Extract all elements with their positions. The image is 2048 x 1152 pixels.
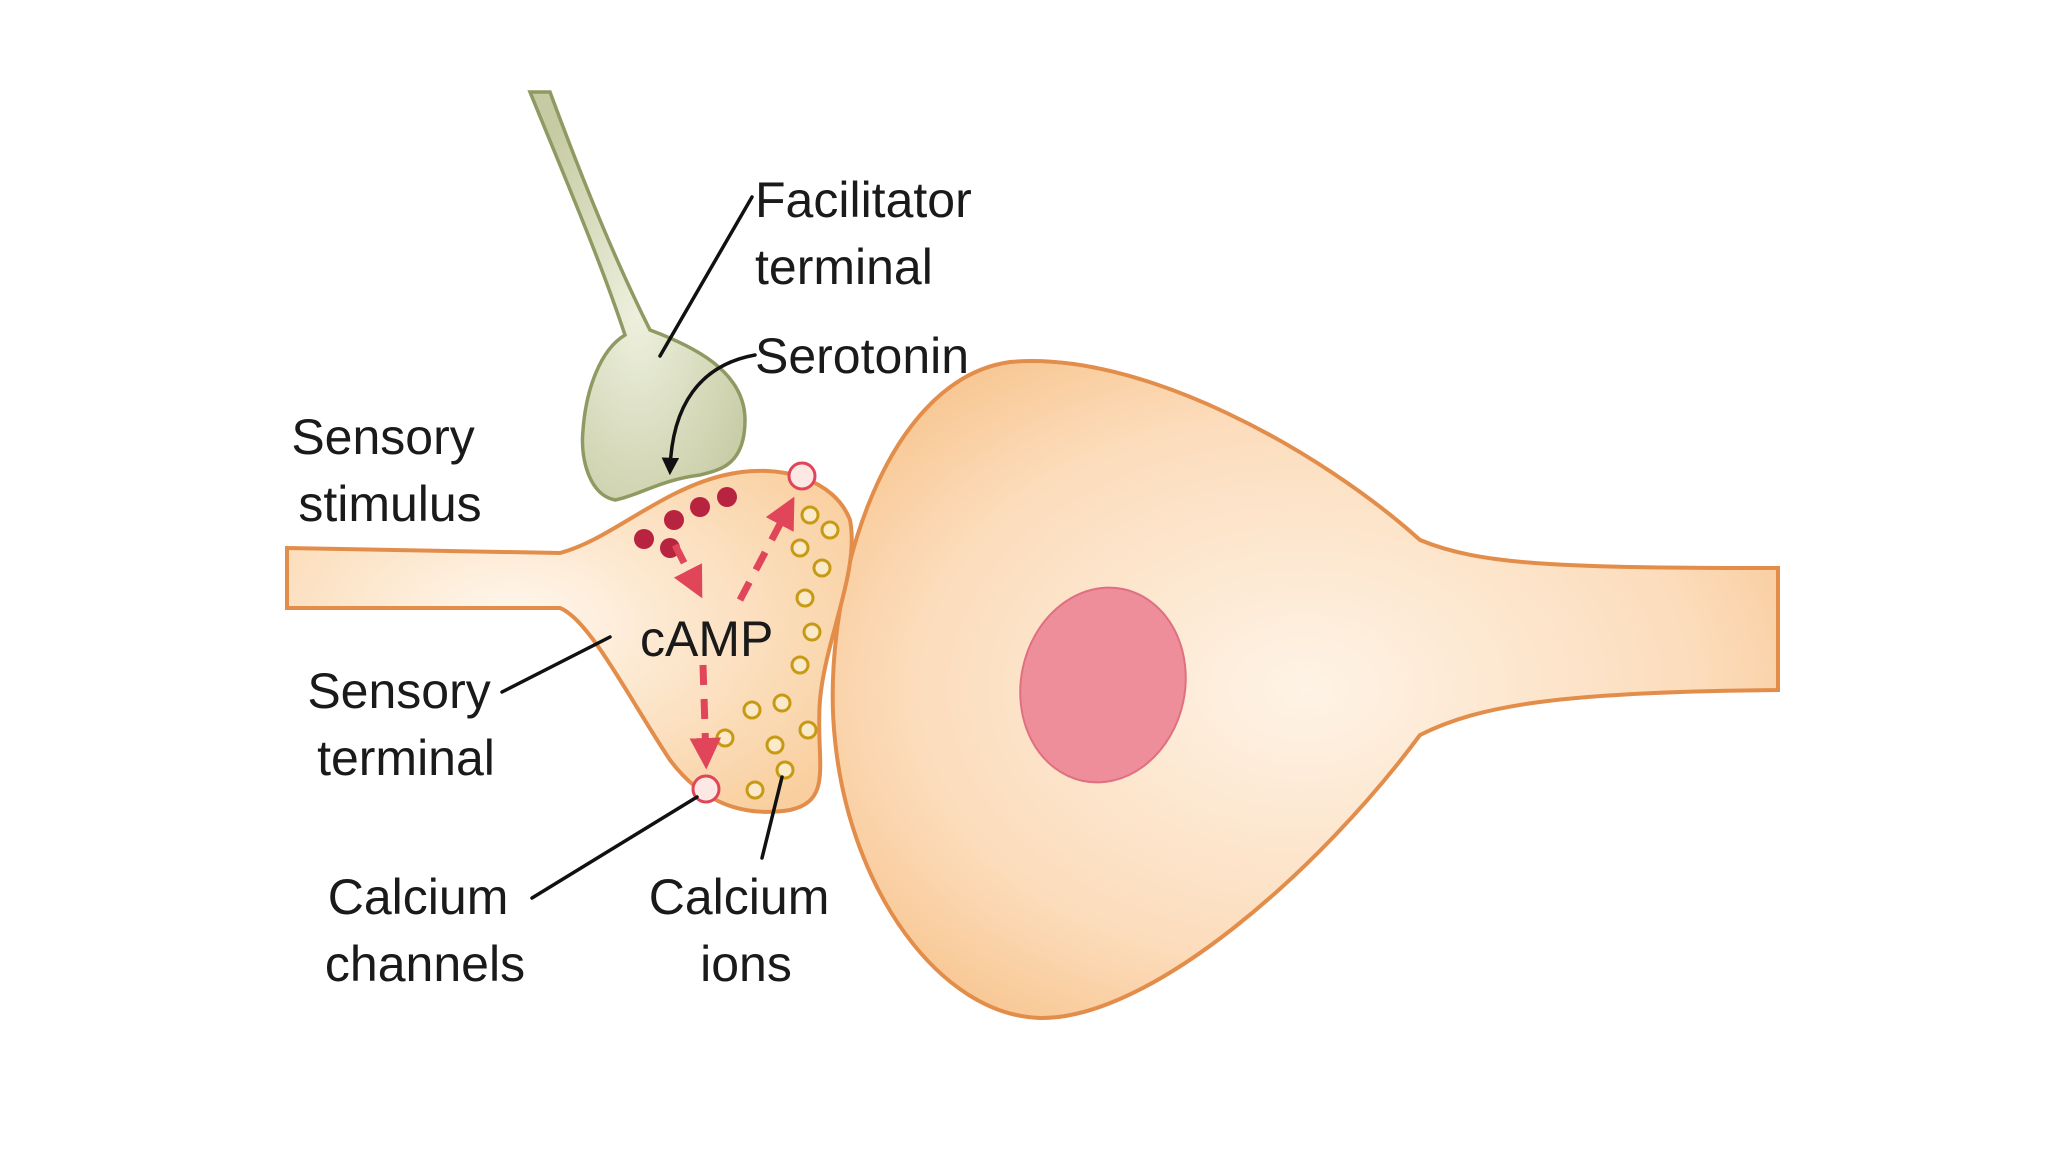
serotonin-dot xyxy=(660,538,680,558)
calcium-ion xyxy=(772,693,792,713)
calcium-ion xyxy=(745,780,765,800)
calcium-ion xyxy=(800,505,820,525)
label-sensory-terminal-line1: Sensory xyxy=(307,663,490,719)
arrow-camp-to-top-channel xyxy=(736,496,795,602)
leader-calcium-channels xyxy=(530,795,699,900)
label-camp: cAMP xyxy=(640,611,773,667)
label-facilitator-terminal: Facilitator terminal xyxy=(755,172,986,295)
leader-facilitator-terminal xyxy=(658,195,754,358)
label-facilitator-line2: terminal xyxy=(755,239,933,295)
calcium-ion xyxy=(775,760,795,780)
calcium-ion xyxy=(765,735,785,755)
label-calcium-ions-line2: ions xyxy=(700,936,792,992)
label-sensory-terminal-line2: terminal xyxy=(317,730,495,786)
label-sensory-stimulus-line2: stimulus xyxy=(298,476,481,532)
calcium-ion xyxy=(820,520,840,540)
calcium-ion xyxy=(795,588,815,608)
arrow-camp-to-bottom-channel xyxy=(689,664,722,770)
calcium-ion xyxy=(790,538,810,558)
calcium-ions xyxy=(715,505,840,800)
serotonin-dot xyxy=(717,487,737,507)
label-calcium-channels: Calcium channels xyxy=(325,869,525,992)
calcium-ion xyxy=(802,622,822,642)
calcium-ion xyxy=(715,728,735,748)
serotonin-dot xyxy=(634,529,654,549)
sensory-terminal xyxy=(285,468,854,814)
label-sensory-stimulus-line1: Sensory xyxy=(291,409,474,465)
serotonin-dot xyxy=(690,497,710,517)
label-calcium-ions: Calcium ions xyxy=(649,869,844,992)
nucleus xyxy=(1019,586,1187,784)
calcium-channel-bottom xyxy=(691,774,721,804)
facilitator-terminal xyxy=(527,90,747,502)
label-calcium-channels-line2: channels xyxy=(325,936,525,992)
label-calcium-ions-line1: Calcium xyxy=(649,869,830,925)
label-facilitator-line1: Facilitator xyxy=(755,172,972,228)
calcium-ion xyxy=(790,655,810,675)
calcium-ion xyxy=(742,700,762,720)
label-sensory-terminal: Sensory terminal xyxy=(307,663,504,786)
label-sensory-stimulus: Sensory stimulus xyxy=(291,409,488,532)
serotonin-molecules xyxy=(634,487,737,558)
calcium-ion xyxy=(798,720,818,740)
leader-serotonin xyxy=(661,353,757,476)
label-serotonin: Serotonin xyxy=(755,328,969,384)
calcium-ion xyxy=(812,558,832,578)
leader-calcium-ions xyxy=(760,775,784,860)
postsynaptic-neuron-body xyxy=(830,359,1780,1021)
leader-sensory-terminal xyxy=(500,635,612,694)
serotonin-dot xyxy=(664,510,684,530)
calcium-channel-top xyxy=(787,461,817,491)
label-calcium-channels-line1: Calcium xyxy=(328,869,509,925)
arrow-serotonin-to-camp xyxy=(671,543,703,599)
